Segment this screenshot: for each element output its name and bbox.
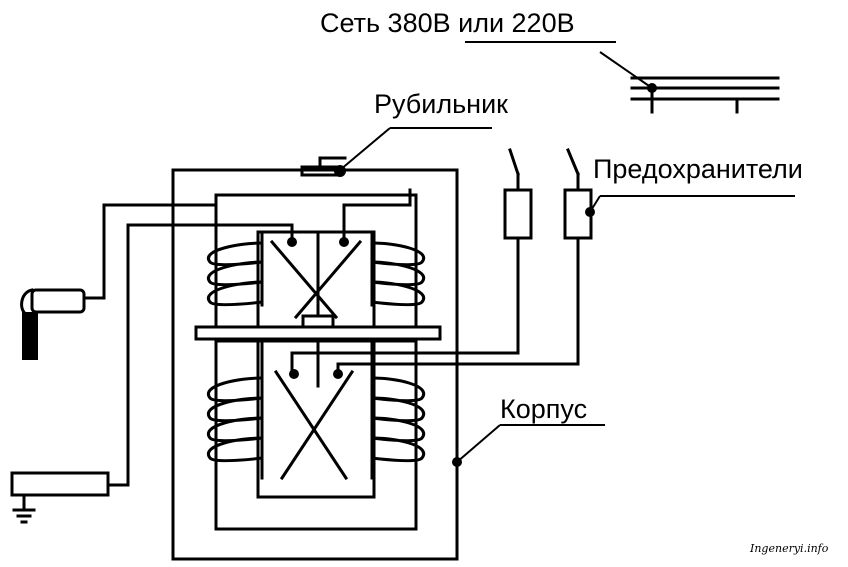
network-bus — [630, 76, 780, 114]
housing-leader — [456, 424, 501, 463]
regulator-plate — [301, 314, 335, 329]
knife-switch — [300, 156, 347, 177]
ground-clamp-icon — [10, 471, 110, 524]
primary-wiring — [214, 188, 580, 376]
housing-label: Корпус — [500, 394, 587, 424]
fuse-left — [503, 148, 533, 240]
fuses-leader — [589, 195, 601, 213]
fuses-label: Предохранители — [593, 154, 803, 184]
switch-leader — [339, 127, 391, 171]
electrode-holder-icon — [20, 288, 86, 360]
electrode-cable — [82, 203, 218, 300]
network-label: Сеть 380В или 220В — [320, 8, 575, 38]
primary-winding — [206, 230, 426, 320]
secondary-winding — [206, 339, 426, 481]
fuse-right — [563, 148, 595, 240]
network-leader — [599, 51, 653, 89]
switch-label: Рубильник — [374, 89, 508, 119]
watermark: Ingeneryi.info — [749, 542, 829, 555]
ground-cable — [106, 223, 230, 487]
